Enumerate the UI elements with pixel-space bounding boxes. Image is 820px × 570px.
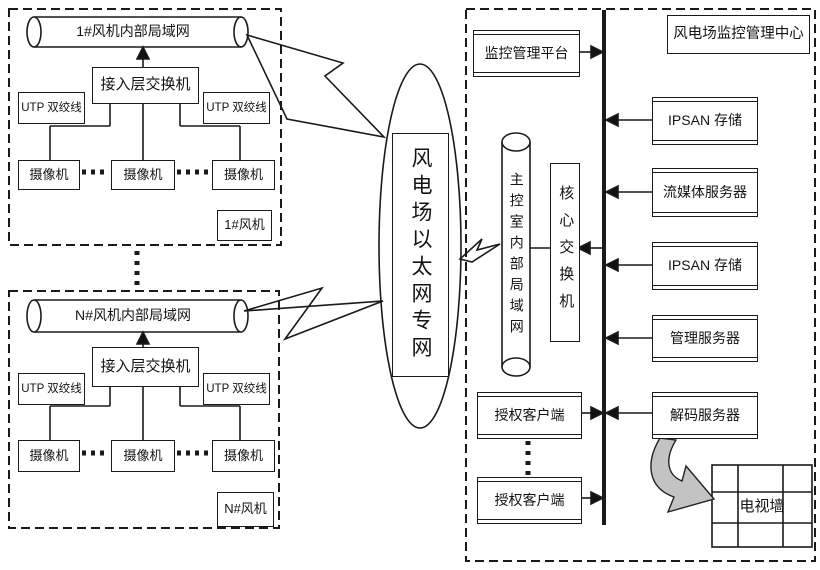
turbine-n-camera-2: 摄像机 <box>111 440 175 472</box>
authorized-client-2: 授权客户端 <box>477 477 582 524</box>
turbine-1-utp-right: UTP 双绞线 <box>203 92 270 124</box>
ethernet-cloud-label: 风电场以太网专网 <box>392 133 449 377</box>
turbine-1-camera-3: 摄像机 <box>212 160 275 190</box>
turbine-1-wires <box>49 45 241 160</box>
wireless-bolt-n-icon <box>243 286 384 341</box>
authorized-client-1: 授权客户端 <box>477 392 582 439</box>
turbine-1-access-switch: 接入层交换机 <box>92 67 199 104</box>
wireless-bolt-1-icon <box>245 33 387 139</box>
turbine-n-wires <box>49 330 241 440</box>
streaming-media-server: 流媒体服务器 <box>652 168 758 217</box>
turbine-n-lan-cylinder <box>26 299 249 333</box>
turbine-n-panel-border <box>8 290 280 529</box>
turbine-1-camera-1: 摄像机 <box>18 160 80 190</box>
control-center-title: 风电场监控管理中心 <box>667 15 810 54</box>
turbine-1-lan-cylinder <box>26 16 249 48</box>
tv-wall-label: 电视墙 <box>739 498 785 516</box>
turbine-1-section-label: 1#风机 <box>217 210 272 241</box>
ethernet-cloud-ellipse <box>378 63 462 429</box>
ipsan-storage-2: IPSAN 存储 <box>652 242 758 290</box>
control-center-panel-border <box>465 8 816 562</box>
decoding-server: 解码服务器 <box>652 392 758 439</box>
turbine-1-panel-border <box>8 8 282 246</box>
turbine-n-lan-label: N#风机内部局域网 <box>75 307 191 324</box>
management-server: 管理服务器 <box>652 315 758 362</box>
decoder-to-tvwall-arrow-icon <box>650 437 716 514</box>
turbine-1-utp-left: UTP 双绞线 <box>18 92 85 124</box>
turbine-1-lan-label: 1#风机内部局域网 <box>76 23 190 40</box>
wireless-bolt-center-icon <box>458 238 501 263</box>
right-panel-arrows <box>530 44 652 506</box>
control-lan-cylinder <box>501 132 531 377</box>
turbine-n-section-label: N#风机 <box>217 492 274 527</box>
turbine-1-camera-2: 摄像机 <box>111 160 175 190</box>
monitoring-platform: 监控管理平台 <box>473 30 580 77</box>
turbine-n-utp-left: UTP 双绞线 <box>18 373 85 405</box>
turbine-n-access-switch: 接入层交换机 <box>92 347 199 387</box>
control-lan-label: 主控室内部局域网 <box>508 172 525 340</box>
turbine-n-utp-right: UTP 双绞线 <box>203 373 270 405</box>
turbine-n-camera-3: 摄像机 <box>212 440 275 472</box>
ipsan-storage-1: IPSAN 存储 <box>652 97 758 145</box>
core-switch: 核心交换机 <box>550 163 580 342</box>
tv-wall-grid <box>711 464 813 548</box>
turbine-n-camera-1: 摄像机 <box>18 440 80 472</box>
